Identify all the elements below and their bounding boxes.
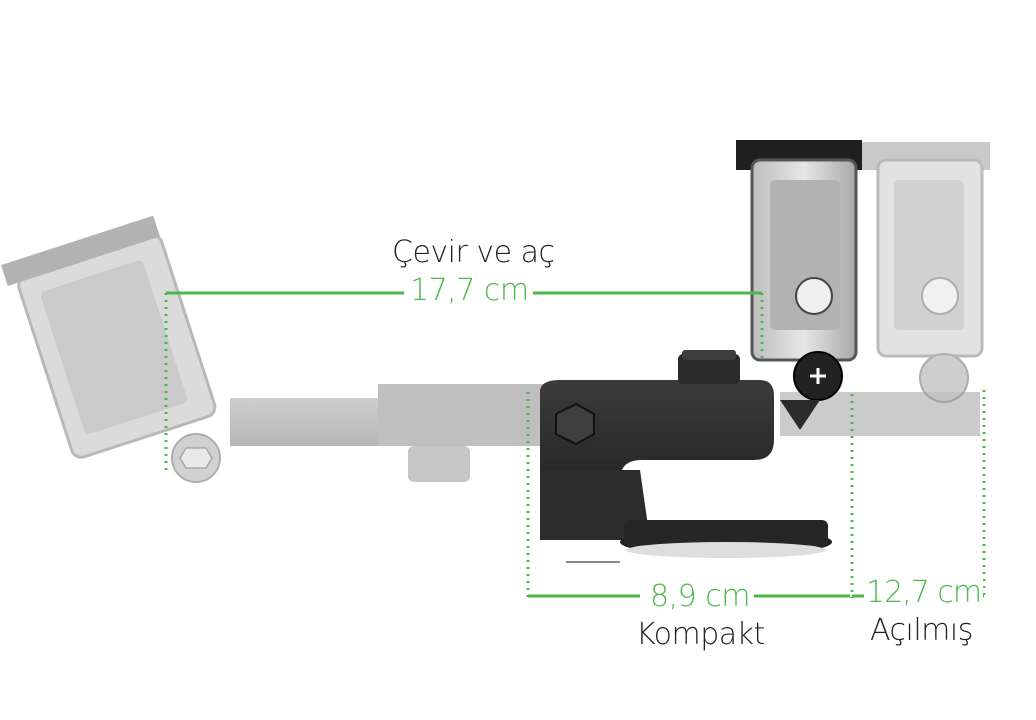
compact-label: Kompakt	[636, 617, 765, 652]
ghost-camera-left	[1, 215, 217, 459]
extended-label: Açılmış	[870, 613, 973, 648]
ghost-knob-icon	[919, 353, 969, 403]
ghost-camera-right	[860, 142, 990, 403]
suction-cup-mount	[540, 350, 832, 558]
flip-open-label: Çevir ve aç	[392, 235, 555, 270]
action-camera-main	[736, 140, 862, 430]
hex-bolt-icon	[555, 402, 595, 446]
span-total-label: 17,7 cm	[406, 276, 533, 306]
compact-length-label: 8,9 cm	[646, 582, 754, 612]
extended-length-label: 12,7 cm	[864, 575, 984, 610]
